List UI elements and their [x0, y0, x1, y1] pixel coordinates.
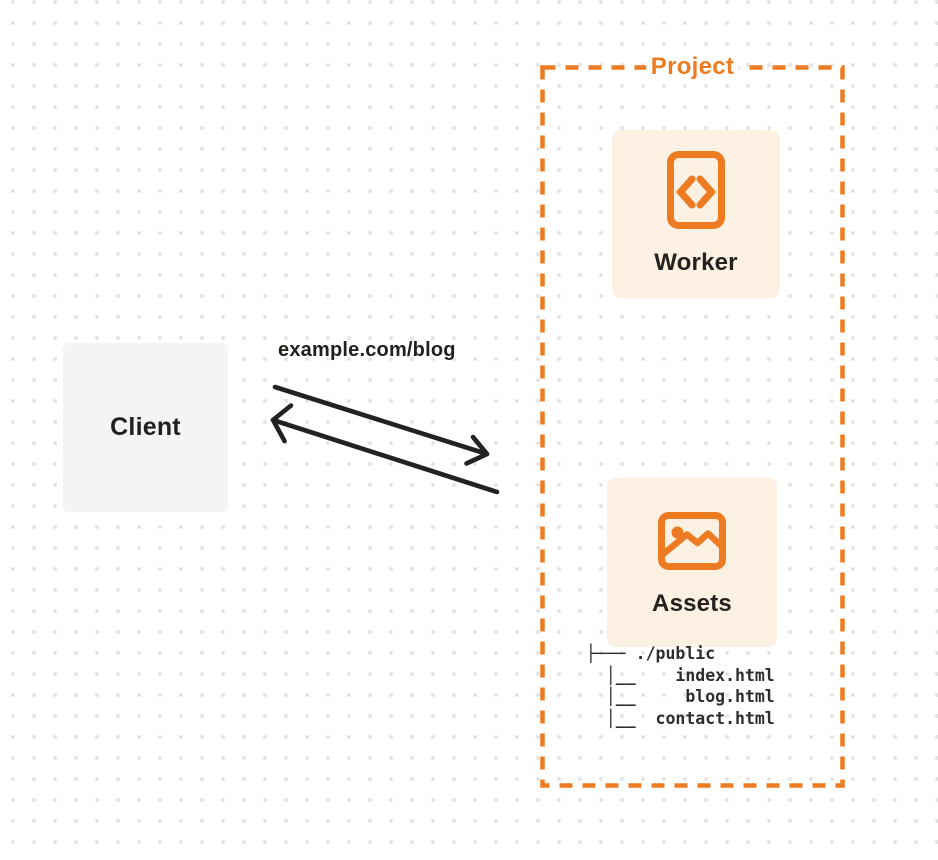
code-icon [667, 151, 725, 229]
worker-node: Worker [612, 130, 780, 298]
client-node: Client [63, 343, 228, 512]
project-container: Project Worker Assets ├─── ./public │__ … [540, 53, 845, 788]
project-label: Project [645, 53, 740, 81]
worker-label: Worker [654, 249, 738, 276]
assets-node: Assets [607, 478, 777, 647]
assets-label: Assets [652, 590, 732, 617]
assets-file-tree: ├─── ./public │__ index.html │__ blog.ht… [586, 644, 775, 728]
response-arrow [270, 403, 500, 495]
image-icon [658, 512, 726, 570]
request-url-label: example.com/blog [278, 339, 456, 361]
client-label: Client [110, 413, 181, 441]
request-arrow [272, 384, 490, 466]
